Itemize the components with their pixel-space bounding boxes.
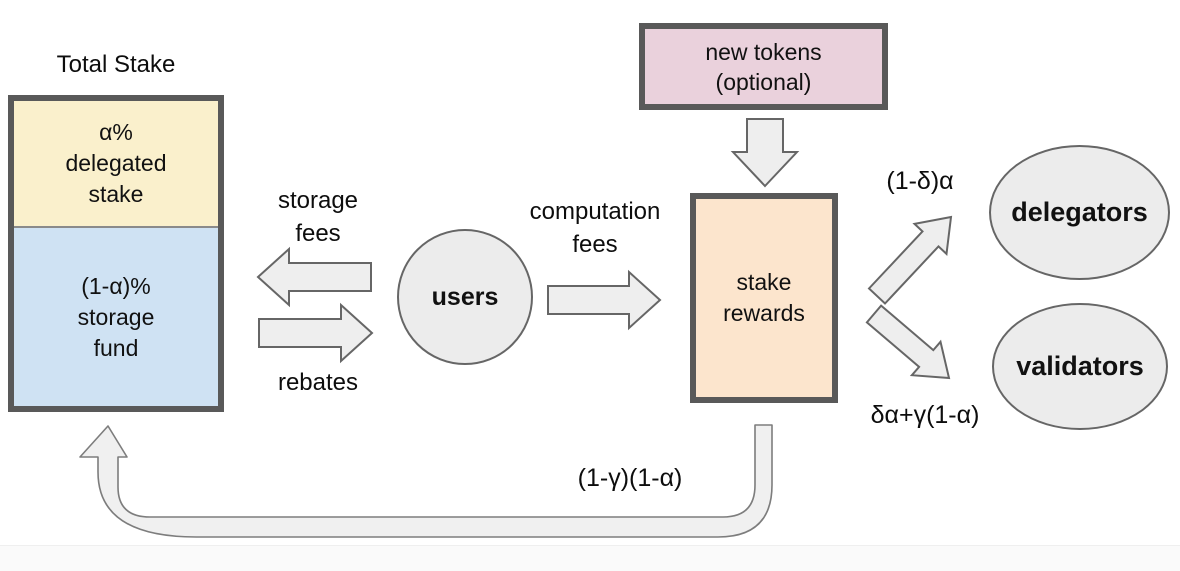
storage-fund-section: (1-α)% storage fund bbox=[14, 228, 218, 406]
storage-fees-arrow bbox=[256, 246, 372, 308]
storage-fees-label: storage fees bbox=[277, 187, 359, 247]
total-stake-title: Total Stake bbox=[56, 51, 176, 78]
delegated-stake-section: α% delegated stake bbox=[14, 101, 218, 228]
validators-arrow bbox=[865, 304, 951, 380]
new-tokens-arrow bbox=[730, 118, 800, 188]
computation-fees-arrow bbox=[547, 269, 662, 331]
validators-share-label: δα+γ(1-α) bbox=[870, 400, 980, 429]
validators-node: validators bbox=[992, 303, 1168, 430]
delegators-node: delegators bbox=[989, 145, 1170, 280]
delegators-share-label: (1-δ)α bbox=[886, 166, 954, 195]
bottom-edge-strip bbox=[0, 545, 1180, 571]
total-stake-box: α% delegated stake (1-α)% storage fund bbox=[8, 95, 224, 412]
rebates-arrow bbox=[258, 302, 374, 364]
users-node: users bbox=[397, 229, 533, 365]
delegators-arrow bbox=[867, 215, 953, 305]
new-tokens-node: new tokens (optional) bbox=[639, 23, 888, 110]
storage-fund-share-label: (1-γ)(1-α) bbox=[577, 463, 683, 492]
computation-fees-label: computation fees bbox=[529, 198, 661, 258]
return-pipe-arrow bbox=[79, 424, 773, 538]
stake-rewards-node: stake rewards bbox=[690, 193, 838, 403]
rebates-label: rebates bbox=[277, 369, 359, 396]
